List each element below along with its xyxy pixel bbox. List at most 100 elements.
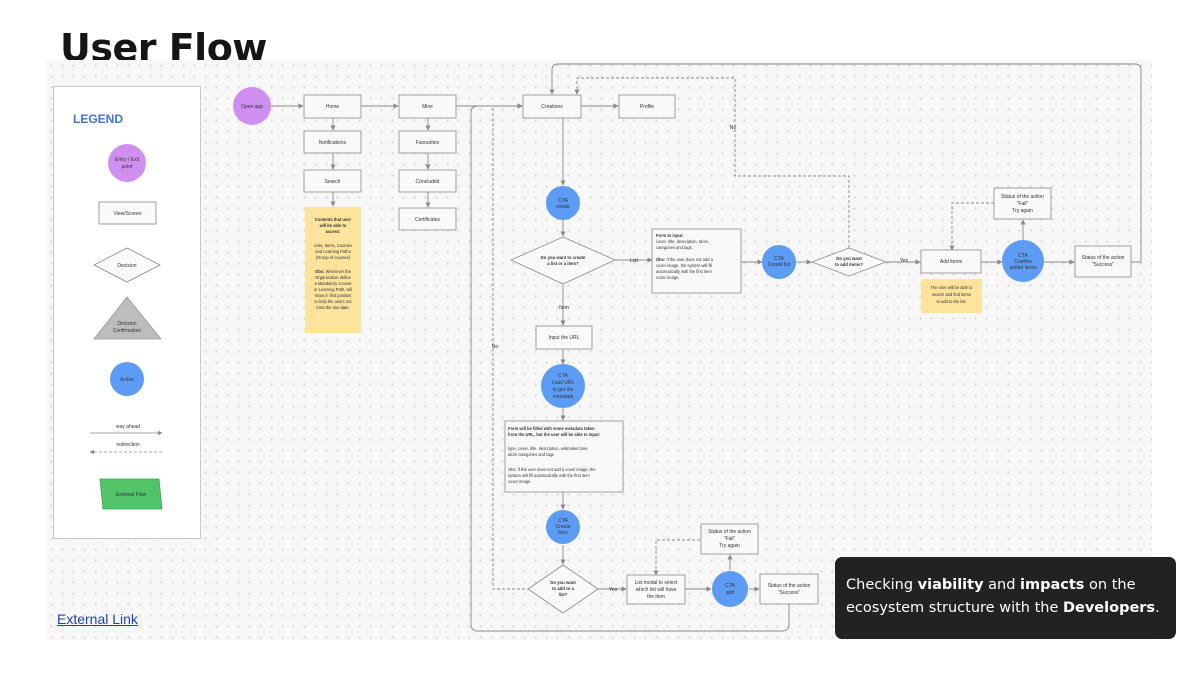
list-form-o1: If the user does not add a bbox=[665, 257, 713, 262]
node-creations bbox=[522, 94, 582, 119]
legend-entry-label-1: Entry / Exit bbox=[115, 157, 140, 163]
list-form-l1: cover, title, description, tdom, bbox=[656, 239, 709, 244]
callout-text-4: ecosystem structure with the bbox=[846, 600, 1063, 616]
legend-decision-label: Decision bbox=[117, 263, 136, 269]
node-decision-add-items-l2: to add items? bbox=[835, 262, 863, 267]
node-cta-create-list-l1: CTA bbox=[774, 256, 784, 262]
edge-label-yes-add-items: Yes bbox=[900, 258, 909, 264]
node-input-url-label: Input the URL bbox=[549, 335, 580, 341]
node-certificates-label: Certificates bbox=[415, 217, 441, 223]
search-note-o3: a Mandatory Course bbox=[314, 281, 352, 286]
url-form-b1: Form will be filled with some metadata t… bbox=[508, 426, 595, 431]
legend-way-ahead-label: way ahead bbox=[116, 424, 140, 430]
list-modal-l3: the item bbox=[647, 594, 665, 600]
search-note-o6: to help the users not bbox=[314, 299, 352, 304]
cta-create-item-l1: CTA bbox=[558, 518, 568, 524]
node-mine-label: Mine bbox=[422, 104, 433, 110]
add-items-note-l3: to add to the list. bbox=[936, 299, 966, 304]
node-cta-add bbox=[712, 571, 748, 607]
search-note-t3: access: bbox=[325, 229, 340, 234]
callout-bold-viability: viability bbox=[917, 577, 984, 593]
cta-add-l2: add bbox=[726, 590, 735, 596]
status-success-top-l1: Status of the action bbox=[1082, 255, 1125, 261]
edge-label-no-top: No bbox=[730, 125, 737, 131]
status-fail-bottom-l3: Try again bbox=[719, 543, 740, 549]
callout-box: Checking viability and impacts on the ec… bbox=[835, 557, 1176, 639]
legend-confirmation-label-1: Decision bbox=[117, 321, 136, 327]
node-profile bbox=[618, 94, 676, 119]
status-fail-bottom-l1: Status of the action bbox=[708, 529, 751, 535]
node-cta-create-l1: CTA bbox=[558, 198, 568, 204]
node-decision-list-item-l1: Do you want to create bbox=[541, 255, 586, 260]
legend-confirmation-shape bbox=[93, 296, 162, 340]
cta-add-l1: CTA bbox=[725, 583, 735, 589]
list-form-obs-label: Obs: bbox=[656, 257, 665, 262]
search-note-o7: miss the due date. bbox=[316, 305, 349, 310]
list-form-obs: Obs: If the user does not add a bbox=[656, 257, 714, 262]
url-form-text: Form will be filled with some metadata t… bbox=[508, 426, 600, 484]
node-url-form bbox=[504, 420, 624, 493]
node-home-label: Home bbox=[326, 104, 340, 110]
edge-label-no-left: No bbox=[492, 344, 499, 350]
list-form-o3: automatically with the first item bbox=[656, 269, 712, 274]
node-notifications-label: Notifications bbox=[319, 140, 347, 146]
node-decision-add-to-list bbox=[527, 564, 599, 614]
node-status-fail-bottom bbox=[700, 523, 759, 555]
list-modal-l2: which list will have bbox=[636, 587, 677, 593]
edge-fail-additems bbox=[949, 202, 994, 251]
edge-success-bottom-loop bbox=[470, 103, 790, 632]
search-note-c1: Lists, Items, Courses bbox=[314, 243, 352, 248]
list-form-head: Form to input: bbox=[656, 233, 684, 238]
node-status-fail-top bbox=[993, 187, 1052, 220]
cta-load-url-l3: to get the bbox=[553, 387, 574, 393]
legend-view-label: View/Screen bbox=[114, 211, 142, 217]
node-home bbox=[303, 94, 362, 119]
status-fail-bottom-l2: "Fail" bbox=[724, 536, 736, 542]
url-form-o2: system will fill automatically with the … bbox=[508, 473, 590, 478]
node-cta-confirm-l2: Confirm bbox=[1014, 259, 1032, 265]
search-note-c2: and Learning Paths bbox=[315, 249, 351, 254]
node-profile-label: Profile bbox=[640, 104, 654, 110]
status-fail-top-l2: "Fail" bbox=[1017, 201, 1029, 207]
legend-action-label: Action bbox=[120, 377, 134, 383]
search-note-obs: Obs: Whenever the bbox=[315, 269, 352, 274]
legend-redirection-label: redirection bbox=[116, 442, 140, 448]
cta-load-url-l4: metadata bbox=[553, 394, 574, 400]
edge-label-item: Item bbox=[559, 305, 569, 311]
legend-title: LEGEND bbox=[73, 112, 124, 126]
external-link[interactable]: External Link bbox=[57, 611, 138, 627]
legend-entry-shape bbox=[108, 144, 146, 182]
legend-external-shape bbox=[99, 478, 163, 510]
edge-decisionlist-no bbox=[492, 103, 530, 590]
decision-add-to-list-l1: Do you want bbox=[550, 580, 576, 585]
search-note-t2: will be able to bbox=[319, 223, 347, 228]
node-creations-label: Creations bbox=[541, 104, 563, 110]
node-favourites bbox=[398, 130, 457, 154]
search-note-obs-label: Obs: bbox=[315, 269, 324, 274]
node-certificates bbox=[398, 207, 457, 231]
status-success-bottom-l2: "Success" bbox=[778, 590, 801, 596]
search-note-o4: or Learning Path, will bbox=[314, 287, 352, 292]
node-cta-confirm bbox=[1002, 240, 1044, 282]
list-form-o2: cover image, the system will fill bbox=[656, 263, 712, 268]
node-add-items bbox=[920, 249, 982, 274]
node-list-modal bbox=[626, 574, 686, 605]
node-decision-add-items-l1: Do you want bbox=[836, 256, 862, 261]
node-decision-list-item bbox=[510, 236, 616, 285]
node-notifications bbox=[303, 130, 362, 154]
node-cta-confirm-l3: added items bbox=[1009, 265, 1037, 271]
node-search-note bbox=[305, 207, 361, 333]
status-fail-top-l1: Status of the action bbox=[1001, 194, 1044, 200]
edge-label-list: List bbox=[630, 258, 638, 264]
legend-confirmation-label-2: Confirmation bbox=[113, 328, 142, 334]
node-input-url bbox=[535, 325, 593, 350]
node-concluded bbox=[398, 169, 457, 193]
callout-bold-impacts: impacts bbox=[1020, 577, 1085, 593]
node-search bbox=[303, 169, 362, 193]
search-note-o2: Organization define bbox=[315, 275, 351, 280]
edge-failbottom-modal bbox=[653, 539, 700, 576]
url-form-b2: from the URL, but the user will be able … bbox=[508, 432, 600, 437]
cta-load-url-l2: Load URL bbox=[552, 380, 575, 386]
legend-external-label: External Flow bbox=[116, 492, 147, 498]
